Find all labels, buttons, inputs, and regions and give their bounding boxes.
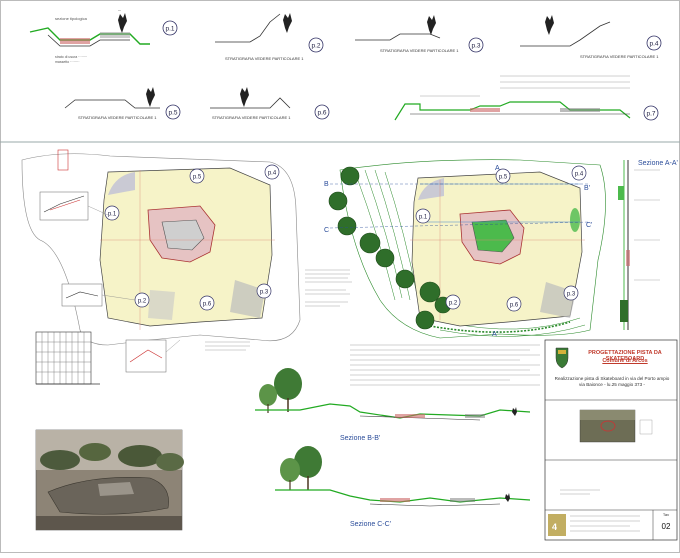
- svg-text:strato di usura ········: strato di usura ········: [55, 55, 87, 59]
- detail-marker-p7: [643, 105, 659, 121]
- strat-label-p5: STRATIGRAFIA VEDERE PARTICOLARE 1: [78, 115, 157, 120]
- firm-logo: [548, 514, 566, 536]
- detail-marker-p5: [165, 104, 181, 120]
- plan-right-marker-p5: p.5: [499, 175, 508, 181]
- detail-marker-p3: [468, 37, 484, 53]
- detail-marker-p4: [646, 35, 662, 51]
- detail-marker-p6: [314, 104, 330, 120]
- detail-label-p7: p.7: [646, 111, 655, 118]
- render-preview: [35, 429, 184, 531]
- detail-label-p6: p.6: [317, 110, 326, 117]
- fence-detail: [35, 331, 100, 385]
- section-aa-vertical: [618, 160, 660, 330]
- section-cc-drawing: [275, 446, 531, 507]
- plan-notes: [205, 269, 540, 386]
- skater-figure-icon: [118, 13, 127, 33]
- title-block: 4: [544, 339, 678, 541]
- plan-left-marker-p2: p.2: [138, 299, 147, 305]
- section-letter-c: C: [324, 227, 329, 234]
- plan-right-marker-p4: p.4: [575, 172, 584, 178]
- plan-left-markers: p.5 p.1 p.4 p.3 p.2 p.6: [104, 164, 280, 311]
- skater-figure-icon: [283, 13, 292, 33]
- detail-p5-section: [64, 87, 160, 109]
- callout-boxes-left: [39, 191, 181, 373]
- strat-label-p4: STRATIGRAFIA VEDERE PARTICOLARE 1: [580, 54, 659, 59]
- strat-label-p3: STRATIGRAFIA VEDERE PARTICOLARE 1: [380, 48, 459, 53]
- section-cut-letters: B C B' C' A A': [324, 165, 592, 338]
- strat-label-p2: STRATIGRAFIA VEDERE PARTICOLARE 1: [225, 56, 304, 61]
- svg-text:massetto ········: massetto ········: [55, 60, 80, 64]
- detail-label-p4: p.4: [649, 41, 658, 48]
- skater-figure-icon: [427, 15, 436, 35]
- skater-figure-icon: [545, 15, 554, 35]
- project-title: PROGETTAZIONE PISTA DA SKATEBOARD: [588, 350, 662, 362]
- section-letter-a2: A': [492, 331, 498, 338]
- detail-marker-p2: [308, 37, 324, 53]
- project-description: Realizzazione pista di Skateboard in via…: [554, 376, 670, 387]
- detail-p2-section: [215, 13, 292, 43]
- plan-left-marker-p5: p.5: [193, 175, 202, 181]
- strat-label-p6: STRATIGRAFIA VEDERE PARTICOLARE 1: [212, 115, 291, 120]
- plan-right-marker-p6: p.6: [510, 303, 519, 309]
- svg-text:4: 4: [552, 522, 557, 532]
- detail-p6-section: [210, 87, 291, 109]
- plan-left-marker-p4: p.4: [268, 171, 277, 177]
- plan-right-marker-p3: p.3: [567, 292, 576, 298]
- section-letter-b2: B': [584, 185, 590, 192]
- detail-p3-section: [355, 15, 441, 41]
- section-bb-label: Sezione B-B': [340, 435, 380, 442]
- detail-p4-section: [520, 15, 611, 47]
- detail-p7-section: [394, 75, 631, 121]
- plan-left-marker-p1: p.1: [108, 212, 117, 218]
- plan-right-marker-p2: p.2: [449, 301, 458, 307]
- section-letter-a: A: [495, 165, 500, 172]
- skater-figure-icon: [240, 87, 249, 107]
- section-aa-label: Sezione A-A': [638, 160, 678, 167]
- trees-right: [328, 166, 452, 330]
- detail-label-p1: p.1: [165, 26, 174, 33]
- site-plan-right: [339, 159, 606, 339]
- skater-figure-icon: [146, 87, 155, 107]
- detail-label-p5: p.5: [168, 110, 177, 117]
- svg-text:─: ─: [117, 8, 121, 13]
- municipality-name: Comune di Arcos: [602, 358, 648, 364]
- plan-right-marker-p1: p.1: [419, 215, 428, 221]
- plan-left-marker-p3: p.3: [260, 290, 269, 296]
- plan-left-marker-p6: p.6: [203, 302, 212, 308]
- detail-label-p3: p.3: [471, 43, 480, 50]
- section-bb-drawing: [255, 368, 531, 421]
- detail-p1-section: sezione tipologica strato di usura ·····…: [29, 8, 150, 64]
- section-letter-b: B: [324, 181, 329, 188]
- plan-right-markers: p.5 p.1 p.4 p.3 p.2 p.6: [415, 165, 587, 312]
- section-letter-c2: C': [586, 222, 592, 229]
- svg-text:sezione tipologica: sezione tipologica: [55, 16, 88, 21]
- detail-marker-p1: [162, 20, 178, 36]
- sheet-number: 02: [661, 522, 671, 531]
- sheet-label: Tav: [662, 512, 670, 517]
- section-cc-label: Sezione C-C': [350, 521, 391, 528]
- detail-label-p2: p.2: [311, 43, 320, 50]
